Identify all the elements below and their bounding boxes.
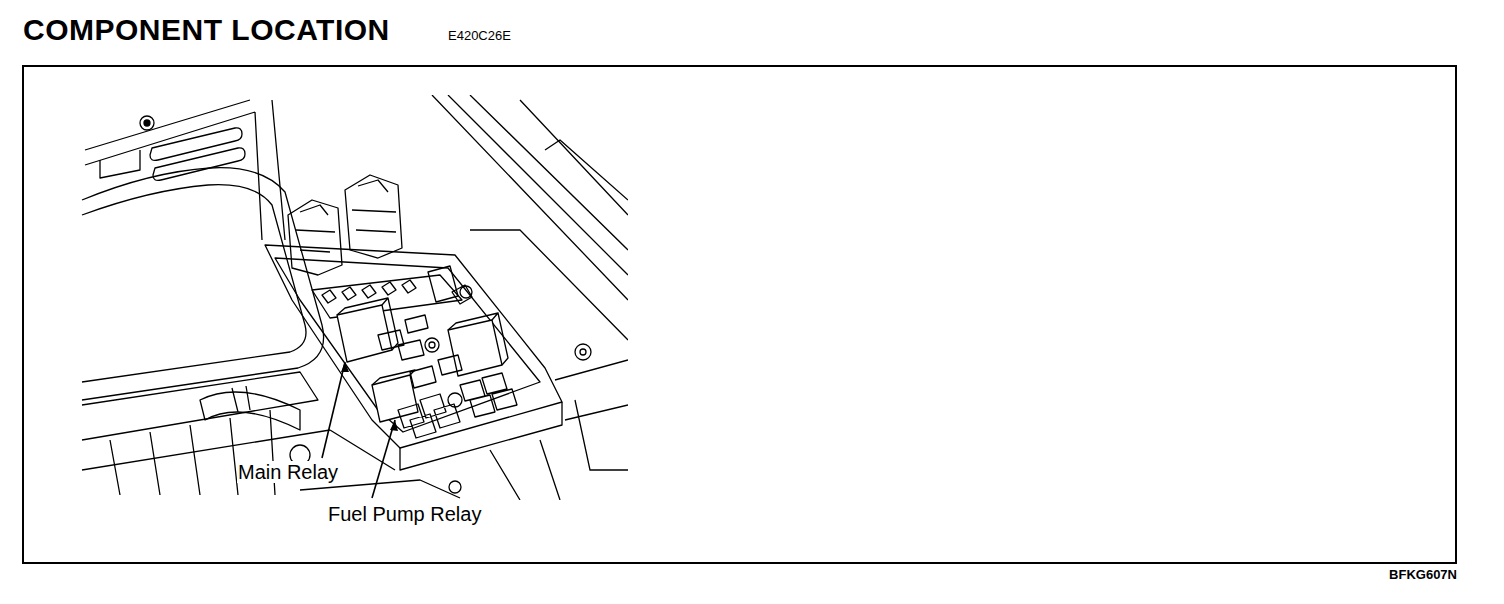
frame (23, 66, 1456, 563)
leader-arrowhead (341, 362, 398, 431)
figure-code: E420C26E (447, 29, 512, 43)
leader-line (372, 420, 395, 498)
page-title: COMPONENT LOCATION (22, 13, 391, 46)
part-label: Main Relay (237, 461, 339, 483)
engine-bay-drawing (82, 95, 628, 500)
figure-code: BFKG607N (1388, 568, 1458, 582)
part-label: Fuel Pump Relay (327, 503, 482, 525)
leader-line (322, 362, 345, 458)
